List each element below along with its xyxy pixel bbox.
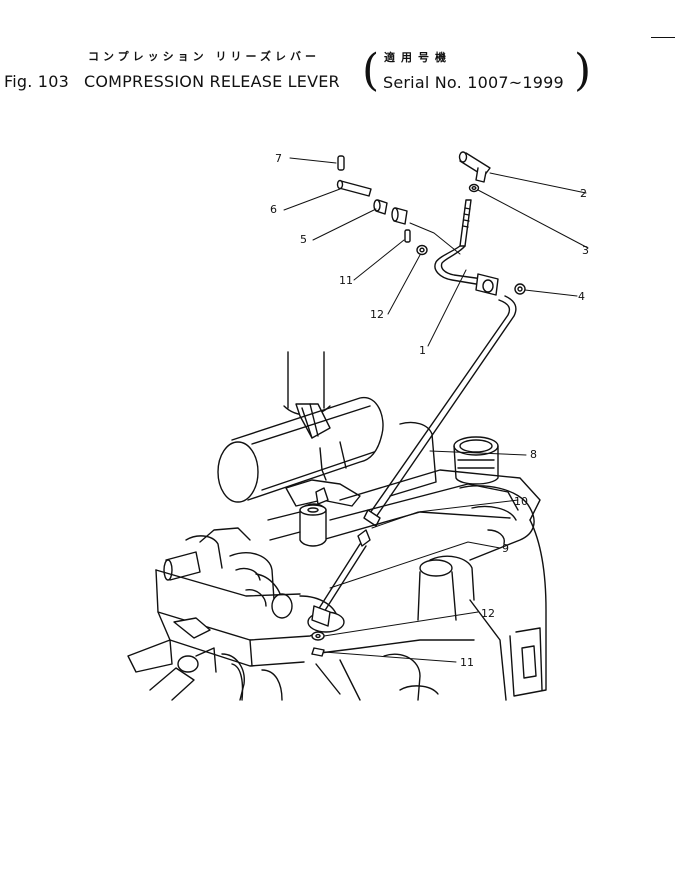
top-rule: [651, 37, 675, 38]
callout-4: 4: [578, 290, 585, 303]
callout-2: 2: [580, 187, 587, 200]
part-12-washer-upper: [416, 244, 428, 256]
callout-5: 5: [300, 233, 307, 246]
title-english: COMPRESSION RELEASE LEVER: [84, 72, 340, 91]
callout-11-lower: 11: [460, 656, 474, 669]
left-pipes: [163, 527, 293, 619]
serial-paren-close: ): [574, 45, 592, 96]
callout-8: 8: [530, 448, 537, 461]
part-7-pin: [337, 155, 345, 171]
exhaust-manifold: [417, 485, 535, 621]
part-5-bushing: [373, 199, 408, 225]
callout-12-lower: 12: [481, 607, 495, 620]
cooling-fan: [127, 617, 245, 701]
part-2-handle: [458, 151, 491, 183]
part-12-washer-lower: [311, 631, 325, 641]
part-3-nut: [468, 183, 480, 193]
callout-10: 10: [514, 495, 528, 508]
part-4-nut: [514, 283, 526, 295]
oil-filler-cap: [453, 436, 499, 485]
part-9-link: [311, 529, 371, 627]
cylinder-head-cover: [321, 421, 541, 541]
pulley: [261, 669, 283, 701]
part-6-rod: [336, 179, 372, 197]
figure-label: Fig. 103: [4, 72, 69, 91]
callout-3: 3: [582, 244, 589, 257]
callout-12-upper: 12: [370, 308, 384, 321]
part-1-lever: [363, 199, 517, 527]
callout-11-upper: 11: [339, 274, 353, 287]
serial-japanese: 適用号機: [384, 51, 452, 64]
air-cleaner: [217, 397, 384, 503]
leader-lines: [283, 157, 589, 663]
part-11-key-lower: [311, 647, 325, 657]
engine-side-casting: [469, 519, 547, 701]
callout-6: 6: [270, 203, 277, 216]
part-11-key-upper: [404, 229, 411, 243]
callout-1: 1: [419, 344, 426, 357]
serial-range: Serial No. 1007~1999: [383, 73, 564, 92]
callout-9: 9: [502, 542, 509, 555]
title-japanese: コンプレッション リリーズレバー: [88, 50, 320, 63]
callout-labels: 7 6 5 11 12 1 2 3 4 8 10 9 12 11: [270, 152, 589, 669]
callout-7: 7: [275, 152, 282, 165]
injector-fittings: [267, 487, 329, 547]
serial-paren-open: (: [362, 45, 380, 96]
air-intake-pipe: [283, 351, 331, 439]
